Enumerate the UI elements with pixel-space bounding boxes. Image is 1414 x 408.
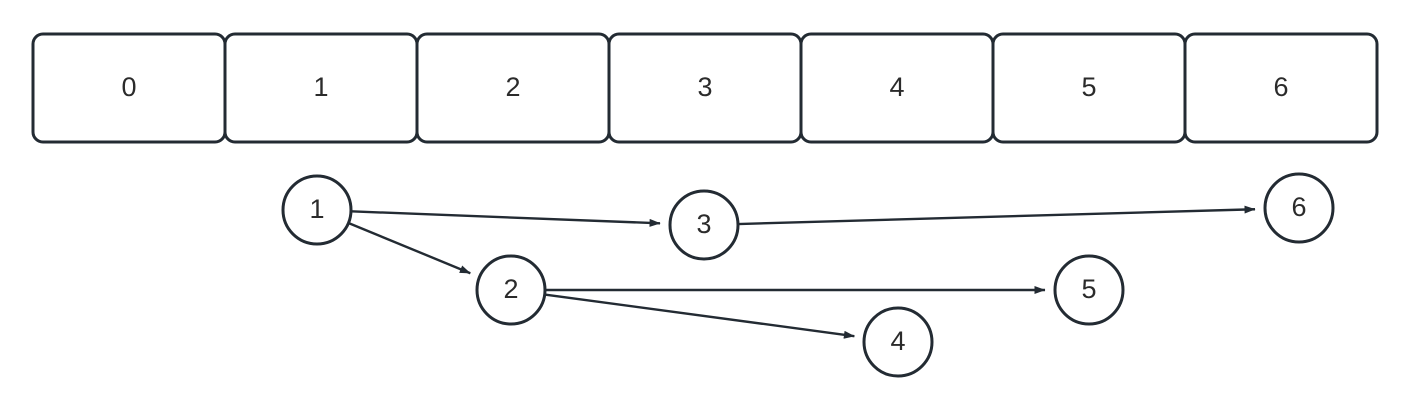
array-cell-6[interactable]: 6 <box>1183 32 1379 144</box>
edge-1-to-3 <box>350 210 661 227</box>
array-cell-label: 6 <box>1273 72 1288 102</box>
graph-node-label: 2 <box>503 274 518 304</box>
graph-node-1[interactable]: 1 <box>281 174 353 246</box>
array-cell-label: 2 <box>505 72 520 102</box>
graph-node-label: 5 <box>1081 274 1096 304</box>
array-cell-0[interactable]: 0 <box>31 32 227 144</box>
graph-node-circle <box>862 306 934 378</box>
index-array: 0 1 2 3 4 5 6 <box>31 32 1379 144</box>
graph-edges <box>347 205 1256 339</box>
graph-nodes: 1 2 3 4 5 6 <box>281 172 1335 378</box>
array-cell-label: 5 <box>1081 72 1096 102</box>
graph-node-circle <box>1053 254 1125 326</box>
graph-node-label: 6 <box>1291 192 1306 222</box>
array-cell-box <box>1183 32 1379 144</box>
graph-node-label: 1 <box>309 194 324 224</box>
array-cell-5[interactable]: 5 <box>991 32 1187 144</box>
graph-node-circle <box>668 189 740 261</box>
graph-node-label: 4 <box>890 326 905 356</box>
graph-node-circle <box>475 254 547 326</box>
array-cell-1[interactable]: 1 <box>223 32 419 144</box>
graph-node-3[interactable]: 3 <box>668 189 740 261</box>
array-cell-label: 3 <box>697 72 712 102</box>
graph-node-4[interactable]: 4 <box>862 306 934 378</box>
edge-3-to-6 <box>737 205 1256 226</box>
graph-node-5[interactable]: 5 <box>1053 254 1125 326</box>
array-cell-2[interactable]: 2 <box>415 32 611 144</box>
array-cell-label: 0 <box>121 72 136 102</box>
array-cell-label: 1 <box>313 72 328 102</box>
graph-node-circle <box>1263 172 1335 244</box>
array-cell-label: 4 <box>889 72 904 102</box>
edge-2-to-4 <box>544 293 855 339</box>
graph-node-2[interactable]: 2 <box>475 254 547 326</box>
array-cell-4[interactable]: 4 <box>799 32 995 144</box>
graph-node-label: 3 <box>696 209 711 239</box>
graph-node-6[interactable]: 6 <box>1263 172 1335 244</box>
edge-1-to-2 <box>347 221 471 275</box>
graph-node-circle <box>281 174 353 246</box>
array-cell-3[interactable]: 3 <box>607 32 803 144</box>
